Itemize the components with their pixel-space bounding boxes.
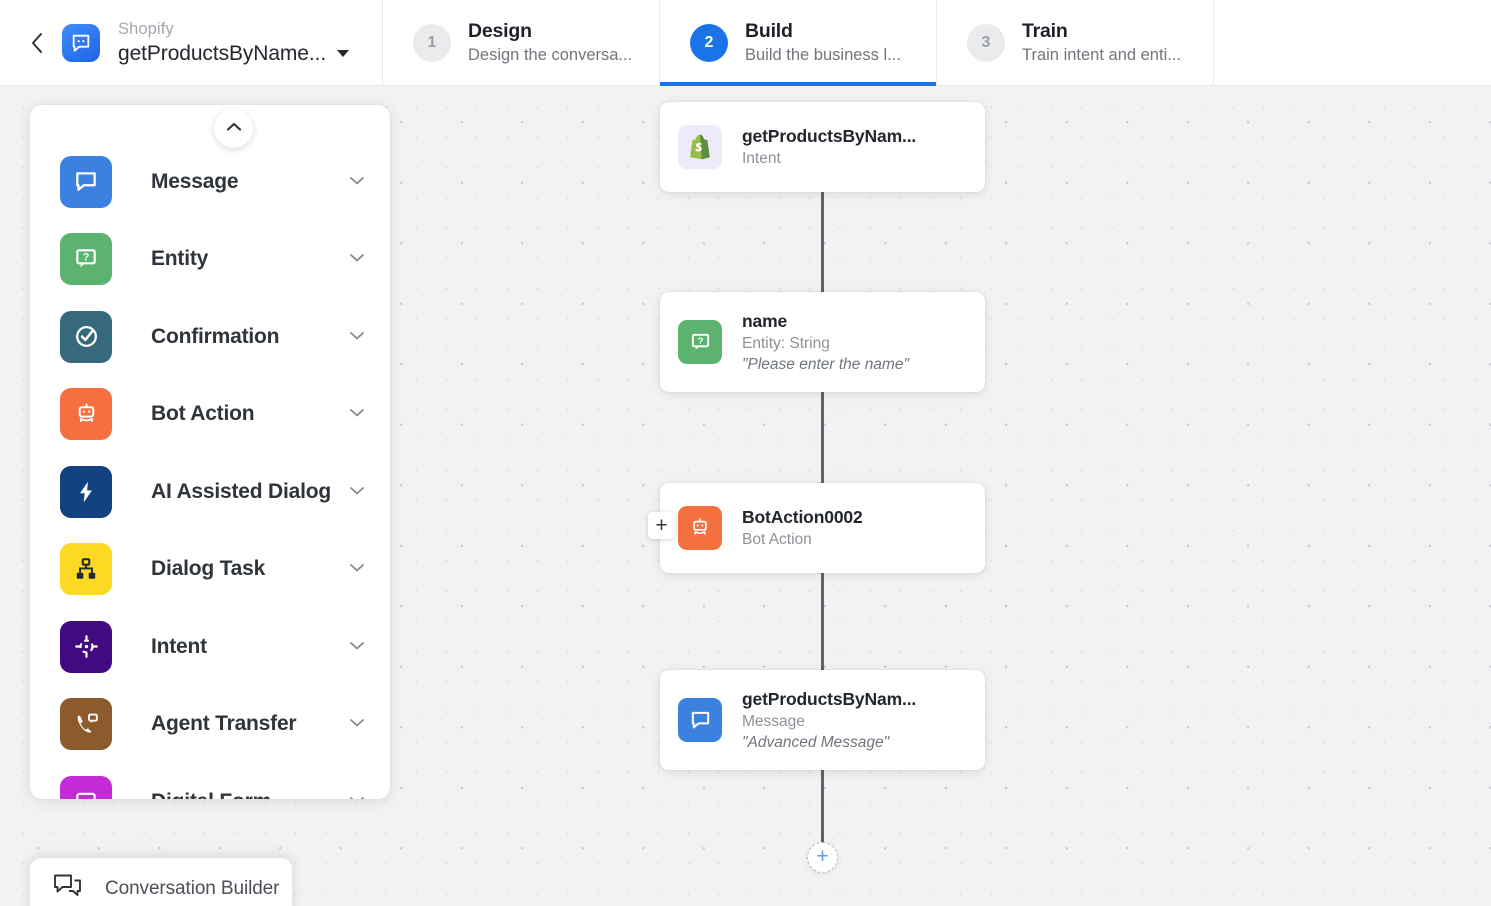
lightning-bolt-icon bbox=[60, 465, 112, 518]
palette-item-intent[interactable]: Intent bbox=[30, 608, 390, 686]
shopify-bag-icon bbox=[678, 125, 722, 169]
breadcrumb: Shopify getProductsByName... bbox=[118, 18, 350, 67]
tab-train[interactable]: 3 Train Train intent and enti... bbox=[937, 0, 1214, 85]
step-title: Design bbox=[468, 19, 532, 42]
chevron-left-icon bbox=[30, 31, 45, 55]
palette-item-label: Entity bbox=[151, 247, 209, 271]
palette-item-label: Confirmation bbox=[151, 324, 280, 348]
flow-node-intent[interactable]: getProductsByNam... Intent bbox=[660, 102, 985, 192]
palette-item-label: Intent bbox=[151, 634, 207, 658]
flow-node-entity[interactable]: ? name Entity: String "Please enter the … bbox=[660, 292, 985, 392]
node-subtitle: Entity: String bbox=[742, 334, 830, 352]
phone-chat-icon bbox=[60, 698, 112, 751]
step-title: Build bbox=[745, 19, 793, 42]
palette-item-label: Message bbox=[151, 169, 239, 193]
message-bubble-icon bbox=[60, 155, 112, 208]
palette-item-label: Digital Form bbox=[151, 790, 348, 799]
step-tabs: 1 Design Design the conversa... 2 Build … bbox=[383, 0, 1214, 86]
node-quote: "Advanced Message" bbox=[742, 734, 890, 752]
plus-icon: + bbox=[816, 845, 829, 868]
chevron-down-icon[interactable] bbox=[348, 250, 366, 268]
node-subtitle: Message bbox=[742, 712, 805, 730]
node-palette: Message ? Entity Confirmation bbox=[30, 105, 390, 799]
chevron-down-icon[interactable] bbox=[348, 173, 366, 191]
message-bubble-icon bbox=[678, 698, 722, 742]
palette-item-label: Bot Action bbox=[151, 402, 255, 426]
entity-question-icon: ? bbox=[678, 320, 722, 364]
step-title: Train bbox=[1022, 19, 1068, 42]
conversation-builder-label: Conversation Builder bbox=[105, 878, 280, 899]
chevron-down-icon[interactable] bbox=[348, 638, 366, 656]
back-button[interactable] bbox=[22, 28, 52, 58]
chevron-up-icon bbox=[225, 120, 243, 138]
tab-build[interactable]: 2 Build Build the business l... bbox=[660, 0, 937, 86]
node-title: name bbox=[742, 310, 788, 331]
palette-item-entity[interactable]: ? Entity bbox=[30, 221, 390, 299]
palette-list: Message ? Entity Confirmation bbox=[30, 105, 390, 799]
chat-bubble-app-logo bbox=[62, 23, 100, 62]
svg-text:?: ? bbox=[697, 335, 703, 346]
palette-item-confirmation[interactable]: Confirmation bbox=[30, 298, 390, 376]
chevron-down-icon[interactable] bbox=[348, 560, 366, 578]
app-header: Shopify getProductsByName... 1 Design De… bbox=[0, 0, 1491, 86]
palette-item-message[interactable]: Message bbox=[30, 143, 390, 221]
step-subtitle: Design the conversa... bbox=[468, 46, 633, 65]
step-number: 1 bbox=[413, 23, 451, 62]
palette-item-digital-form[interactable]: Digital Form bbox=[30, 763, 390, 799]
palette-collapse-button[interactable] bbox=[214, 109, 253, 148]
header-left-section: Shopify getProductsByName... bbox=[0, 0, 383, 85]
flow-edge bbox=[821, 558, 824, 743]
add-branch-button[interactable]: + bbox=[648, 512, 675, 539]
check-circle-icon bbox=[60, 310, 112, 363]
node-title: getProductsByNam... bbox=[742, 126, 917, 147]
svg-text:?: ? bbox=[83, 252, 90, 264]
step-subtitle: Build the business l... bbox=[745, 46, 901, 65]
palette-item-agent-transfer[interactable]: Agent Transfer bbox=[30, 686, 390, 764]
node-quote: "Please enter the name" bbox=[742, 356, 909, 374]
chevron-down-icon[interactable] bbox=[348, 715, 366, 733]
add-node-button[interactable]: + bbox=[807, 842, 838, 873]
palette-item-bot-action[interactable]: Bot Action bbox=[30, 376, 390, 454]
flow-edge bbox=[821, 736, 824, 858]
flow-edge bbox=[821, 378, 824, 563]
palette-item-ai-assisted-dialog[interactable]: AI Assisted Dialog bbox=[30, 453, 390, 531]
node-title: BotAction0002 bbox=[742, 507, 863, 528]
node-subtitle: Intent bbox=[742, 150, 781, 168]
robot-icon bbox=[678, 506, 722, 550]
palette-item-label: AI Assisted Dialog bbox=[151, 479, 331, 503]
palette-item-dialog-task[interactable]: Dialog Task bbox=[30, 531, 390, 609]
dual-chat-bubble-icon bbox=[53, 873, 83, 905]
tab-design[interactable]: 1 Design Design the conversa... bbox=[383, 0, 660, 85]
flow-edge bbox=[821, 187, 824, 372]
palette-item-label: Agent Transfer bbox=[151, 712, 297, 736]
flow-node-bot-action[interactable]: BotAction0002 Bot Action bbox=[660, 483, 985, 573]
flow-canvas[interactable]: Message ? Entity Confirmation bbox=[0, 86, 1491, 906]
step-number: 3 bbox=[967, 23, 1005, 62]
step-subtitle: Train intent and enti... bbox=[1022, 46, 1181, 65]
chevron-down-icon[interactable] bbox=[348, 328, 366, 346]
flow-node-message[interactable]: getProductsByNam... Message "Advanced Me… bbox=[660, 670, 985, 770]
caret-down-icon[interactable] bbox=[337, 50, 350, 58]
palette-item-label: Dialog Task bbox=[151, 557, 266, 581]
flow-nodes-icon bbox=[60, 543, 112, 596]
target-crosshair-icon bbox=[60, 620, 112, 673]
chevron-down-icon[interactable] bbox=[348, 793, 366, 799]
node-subtitle: Bot Action bbox=[742, 531, 812, 549]
form-document-icon bbox=[60, 775, 112, 799]
breadcrumb-parent: Shopify bbox=[118, 20, 174, 39]
node-title: getProductsByNam... bbox=[742, 688, 917, 709]
step-number: 2 bbox=[690, 23, 728, 62]
robot-icon bbox=[60, 388, 112, 441]
chevron-down-icon[interactable] bbox=[348, 483, 366, 501]
page-title: getProductsByName... bbox=[118, 41, 327, 65]
conversation-builder-bar[interactable]: Conversation Builder bbox=[30, 858, 292, 906]
entity-question-icon: ? bbox=[60, 233, 112, 286]
chevron-down-icon[interactable] bbox=[348, 405, 366, 423]
